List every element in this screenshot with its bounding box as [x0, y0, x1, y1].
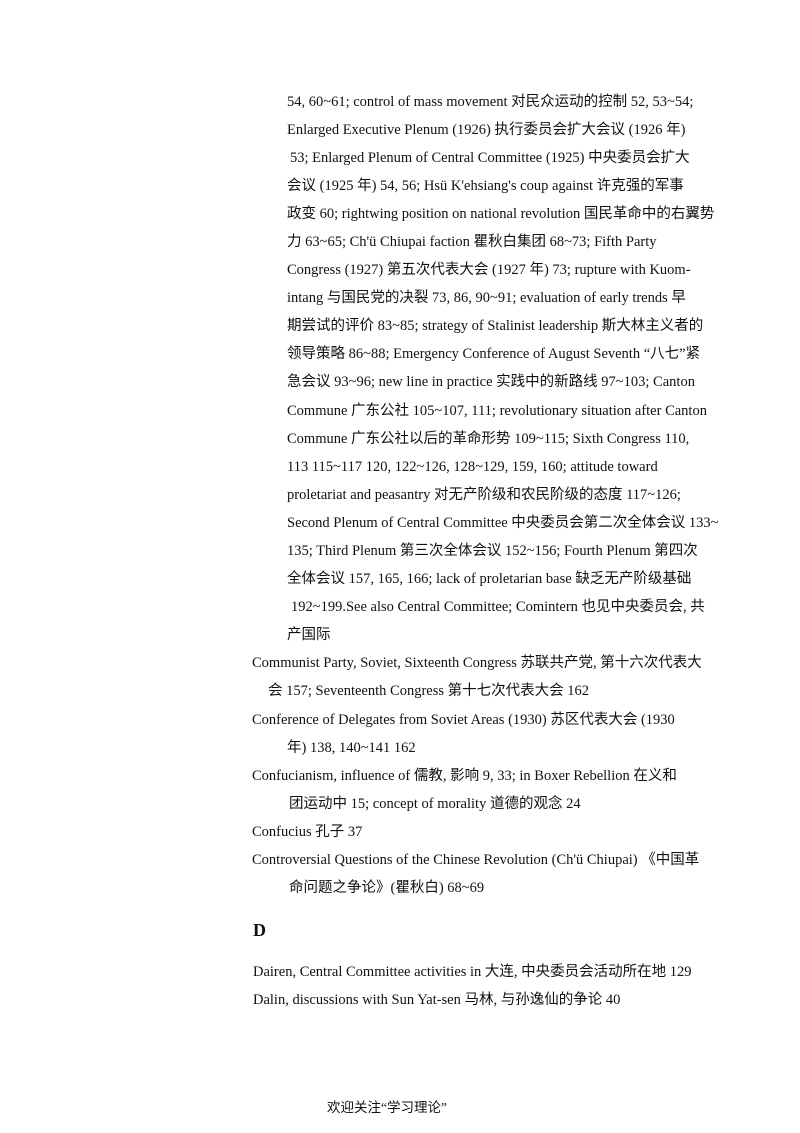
index-headword-line: Conference of Delegates from Soviet Area…	[252, 712, 675, 728]
index-headword-line: Dalin, discussions with Sun Yat-sen 马林, …	[253, 992, 621, 1008]
index-line: Commune 广东公社以后的革命形势 109~115; Sixth Congr…	[287, 431, 690, 447]
index-line: 53; Enlarged Plenum of Central Committee…	[290, 150, 690, 166]
index-line: 会 157; Seventeenth Congress 第十七次代表大会 162	[268, 683, 589, 699]
index-line: 135; Third Plenum 第三次全体会议 152~156; Fourt…	[287, 543, 698, 559]
footer-watermark-text: 欢迎关注“学习理论”	[327, 1100, 447, 1115]
index-line: 力 63~65; Ch'ü Chiupai faction 瞿秋白集团 68~7…	[287, 234, 657, 250]
index-headword-line: Confucianism, influence of 儒教, 影响 9, 33;…	[252, 768, 677, 784]
index-line: 全体会议 157, 165, 166; lack of proletarian …	[287, 571, 692, 587]
index-line: 团运动中 15; concept of morality 道德的观念 24	[289, 796, 581, 812]
index-line: Commune 广东公社 105~107, 111; revolutionary…	[287, 403, 707, 419]
index-line: 期尝试的评价 83~85; strategy of Stalinist lead…	[287, 318, 704, 334]
index-line: Congress (1927) 第五次代表大会 (1927 年) 73; rup…	[287, 262, 691, 278]
index-headword-line: Dairen, Central Committee activities in …	[253, 964, 692, 980]
index-line: 年) 138, 140~141 162	[287, 740, 416, 756]
index-line: 领导策略 86~88; Emergency Conference of Augu…	[287, 346, 701, 362]
index-line: proletariat and peasantry 对无产阶级和农民阶级的态度 …	[287, 487, 681, 503]
index-headword-line: Communist Party, Soviet, Sixteenth Congr…	[252, 655, 702, 671]
index-headword-line: Controversial Questions of the Chinese R…	[252, 852, 700, 868]
index-line: Second Plenum of Central Committee 中央委员会…	[287, 515, 719, 531]
index-line: 政变 60; rightwing position on national re…	[287, 206, 715, 222]
index-line: 54, 60~61; control of mass movement 对民众运…	[287, 94, 694, 110]
index-line: Enlarged Executive Plenum (1926) 执行委员会扩大…	[287, 122, 686, 138]
index-line: 急会议 93~96; new line in practice 实践中的新路线 …	[287, 374, 695, 390]
index-line: 命问题之争论》(瞿秋白) 68~69	[289, 880, 485, 896]
index-line: intang 与国民党的决裂 73, 86, 90~91; evaluation…	[287, 290, 686, 306]
index-headword-line: Confucius 孔子 37	[252, 824, 363, 840]
index-line: 产国际	[287, 627, 331, 643]
index-line: 113 115~117 120, 122~126, 128~129, 159, …	[287, 459, 658, 475]
index-line: 192~199.See also Central Committee; Comi…	[291, 599, 705, 615]
section-letter-heading: D	[253, 920, 266, 940]
index-line: 会议 (1925 年) 54, 56; Hsü K'ehsiang's coup…	[287, 178, 684, 194]
